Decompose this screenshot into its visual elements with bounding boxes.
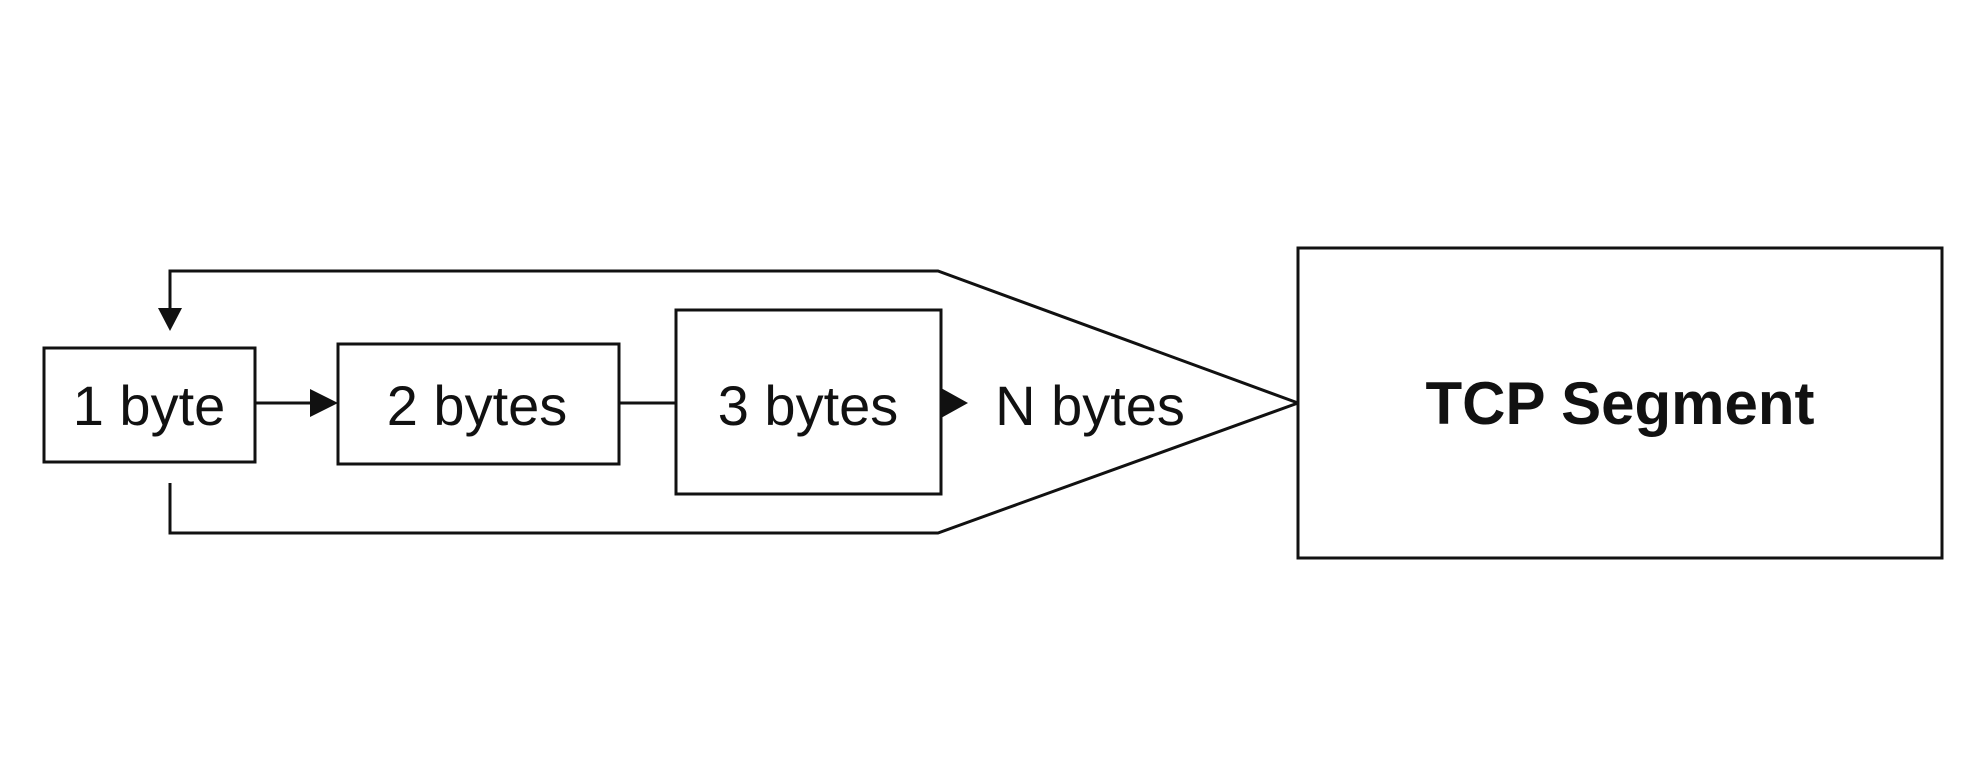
block-3-box [674,308,943,496]
block-1-label: 1 byte [73,374,226,437]
tcp-segment-box [1296,246,1944,560]
tcp-segment-label: TCP Segment [1426,370,1815,437]
connector-3-to-n-arrowhead [941,388,968,418]
block-2-box [336,342,621,466]
feedback-loop-top-line [168,269,1299,405]
feedback-arrowhead [158,308,182,331]
connector-1-to-2-arrowhead [310,389,338,417]
funnel-bottom-line [168,401,1299,535]
block-2-label: 2 bytes [387,374,568,437]
block-3-label: 3 bytes [718,374,899,437]
block-1-box [42,346,257,464]
block-n-label: N bytes [995,374,1185,437]
